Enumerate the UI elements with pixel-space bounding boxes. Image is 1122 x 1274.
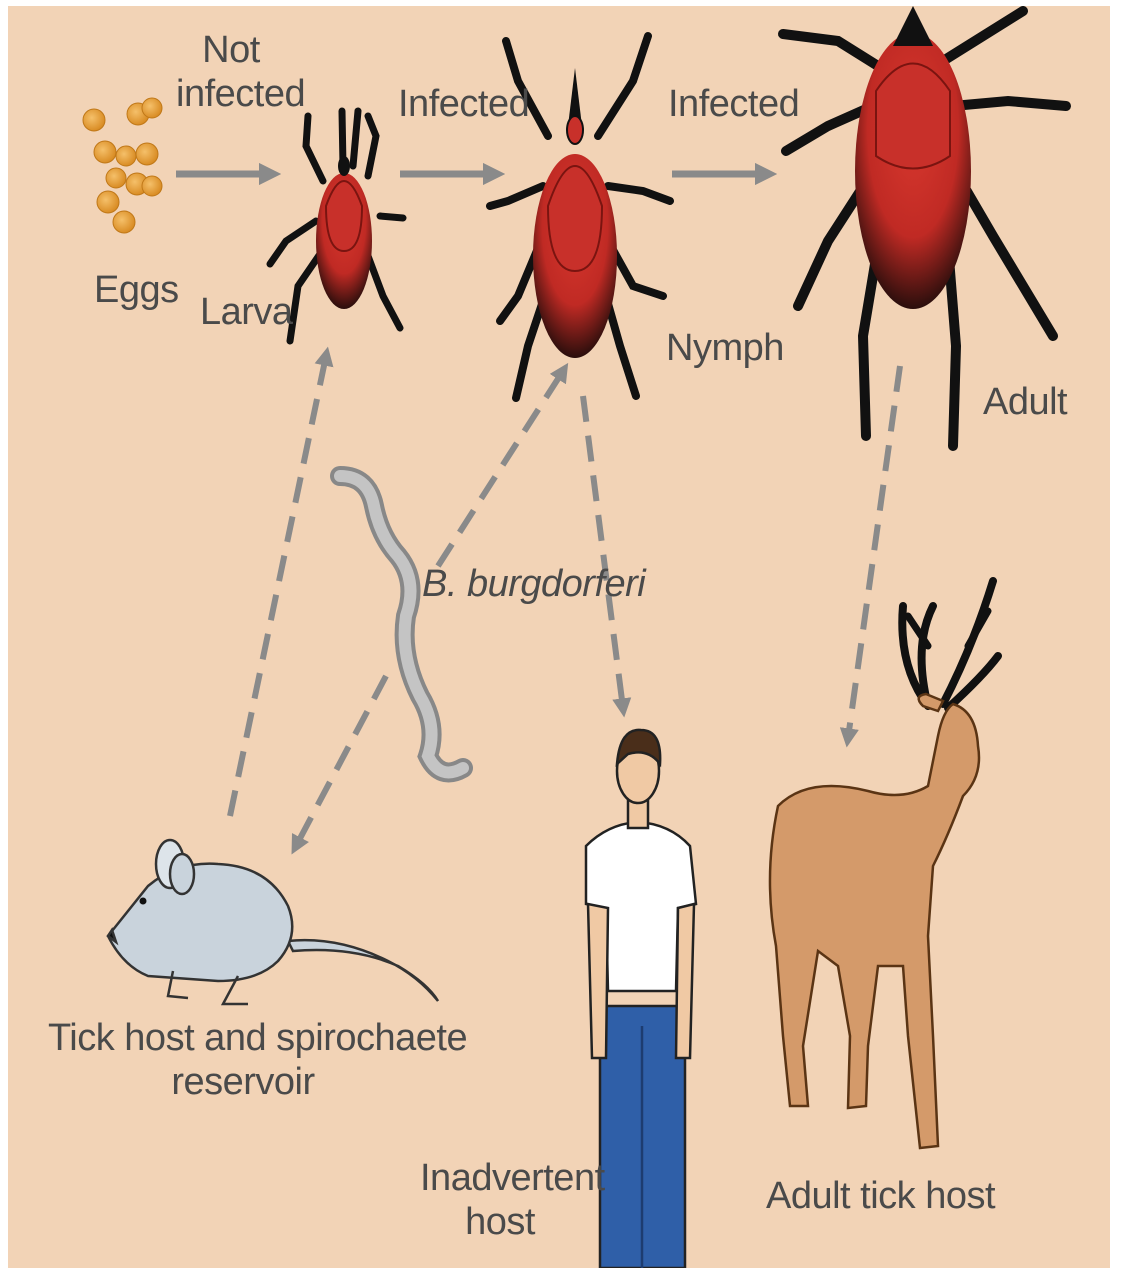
reservoir-line2: reservoir — [48, 1060, 438, 1104]
mouse-to-larva-arrow — [230, 356, 326, 816]
infected-label-2: Infected — [668, 82, 799, 126]
not-infected-label: Not infected — [176, 28, 286, 116]
adult-tick-host-label: Adult tick host — [766, 1174, 995, 1218]
spirochaete-to-mouse-arrow — [296, 676, 386, 846]
eggs-cluster — [83, 98, 162, 233]
inadvertent-host-label: Inadvertent host — [420, 1156, 580, 1244]
adult-to-deer-arrow — [848, 366, 900, 738]
not-infected-line2: infected — [176, 72, 286, 116]
nymph-label: Nymph — [666, 326, 784, 370]
mouse-icon — [108, 840, 438, 1004]
lyme-life-cycle-diagram: Not infected Infected Infected Eggs Larv… — [8, 6, 1110, 1268]
reservoir-line1: Tick host and spirochaete — [48, 1016, 438, 1060]
mouse-to-nymph-arrow — [438, 371, 563, 566]
larva-label: Larva — [200, 290, 293, 334]
deer-icon — [770, 581, 998, 1148]
eggs-label: Eggs — [94, 268, 179, 312]
reservoir-label: Tick host and spirochaete reservoir — [48, 1016, 438, 1104]
not-infected-line1: Not — [176, 28, 286, 72]
bacterium-label: B. burgdorferi — [422, 562, 645, 606]
nymph-to-human-arrow — [583, 396, 623, 708]
inadvertent-line2: host — [420, 1200, 580, 1244]
inadvertent-line1: Inadvertent — [420, 1156, 580, 1200]
infected-label-1: Infected — [398, 82, 529, 126]
adult-label: Adult — [983, 380, 1067, 424]
